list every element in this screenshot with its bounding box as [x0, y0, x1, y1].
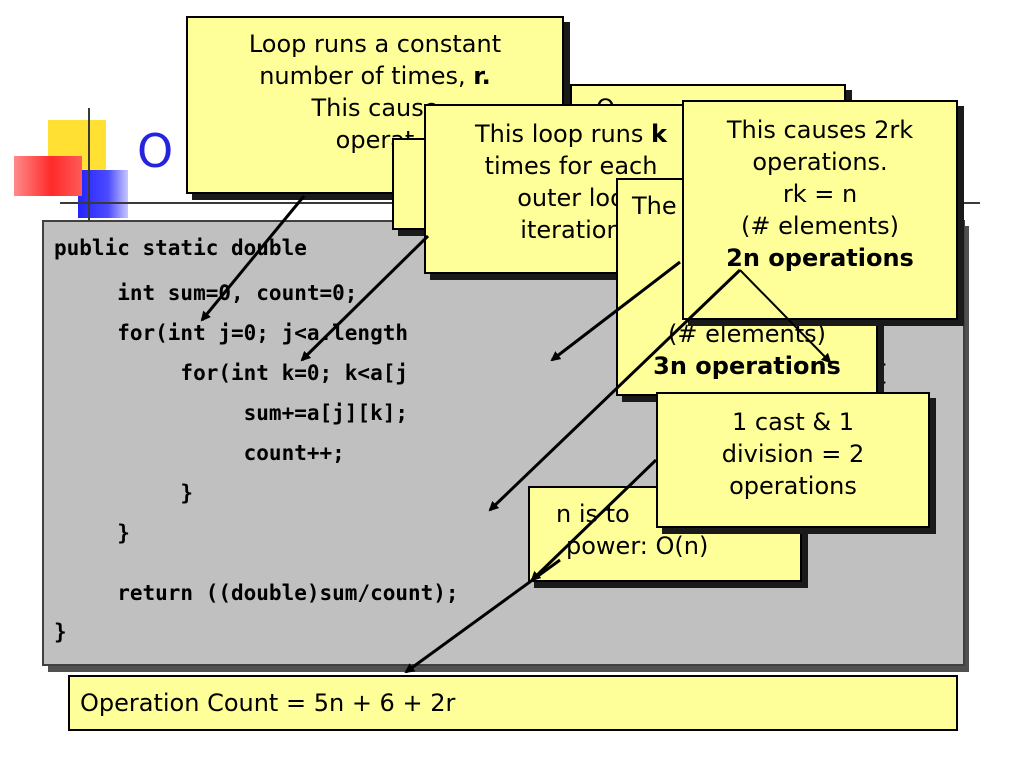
arrow-to-inner-loop [300, 234, 430, 362]
callout-text: division = 2 [721, 440, 865, 468]
decor-red-bar [14, 156, 82, 196]
callout-text: outer loo [517, 184, 625, 212]
callout-text: 3n operations [653, 352, 841, 380]
arrow-to-return [530, 458, 658, 582]
code-line: return ((double)sum/count); [54, 581, 459, 605]
callout-text: times for each [484, 152, 658, 180]
decor-blue-square [78, 170, 128, 218]
arrow-to-total [404, 558, 561, 674]
callout-text: (# elements) [668, 320, 826, 348]
code-line: count++; [54, 441, 345, 465]
code-line: } [54, 521, 130, 545]
code-line: } [54, 481, 194, 505]
callout-text: The [632, 192, 677, 220]
callout-text: This cause [311, 94, 439, 122]
code-line: for(int k=0; k<a[j [54, 361, 409, 385]
callout-text: n is to [556, 500, 630, 528]
callout-cast-division: 1 cast & 1 division = 2 operations [656, 392, 930, 528]
callout-text: (# elements) [741, 212, 899, 240]
code-line: sum+=a[j][k]; [54, 401, 409, 425]
callout-2rk-operations: This causes 2rk operations. rk = n (# el… [682, 100, 958, 320]
arrow-to-outer-loop [200, 195, 306, 322]
code-line: } [54, 620, 67, 644]
callout-text: operations [729, 472, 857, 500]
callout-text: number of times, r. [259, 62, 491, 90]
code-line: for(int j=0; j<a.length [54, 321, 409, 345]
callout-text: 2n operations [726, 244, 914, 272]
callout-text: 1 cast & 1 [732, 408, 854, 436]
code-line: int sum=0, count=0; [54, 281, 358, 305]
decor-vertical-line [88, 108, 90, 226]
callout-text: operations. [752, 148, 888, 176]
callout-text: power: O(n) [566, 532, 709, 560]
arrow-2rk-to-increment [739, 269, 832, 364]
slide-title: O [137, 124, 174, 178]
callout-text: This causes 2rk [726, 116, 914, 144]
callout-text: Loop runs a constant [248, 30, 502, 58]
callout-text: This loop runs k [475, 120, 667, 148]
arrow-to-body [488, 268, 742, 512]
callout-text: rk = n [782, 180, 858, 208]
arrow-3n-to-inner-loop [550, 260, 681, 362]
code-line: public static double [54, 236, 307, 260]
operation-count-box: Operation Count = 5n + 6 + 2r [68, 675, 958, 731]
callout-text: iteration [520, 216, 622, 244]
